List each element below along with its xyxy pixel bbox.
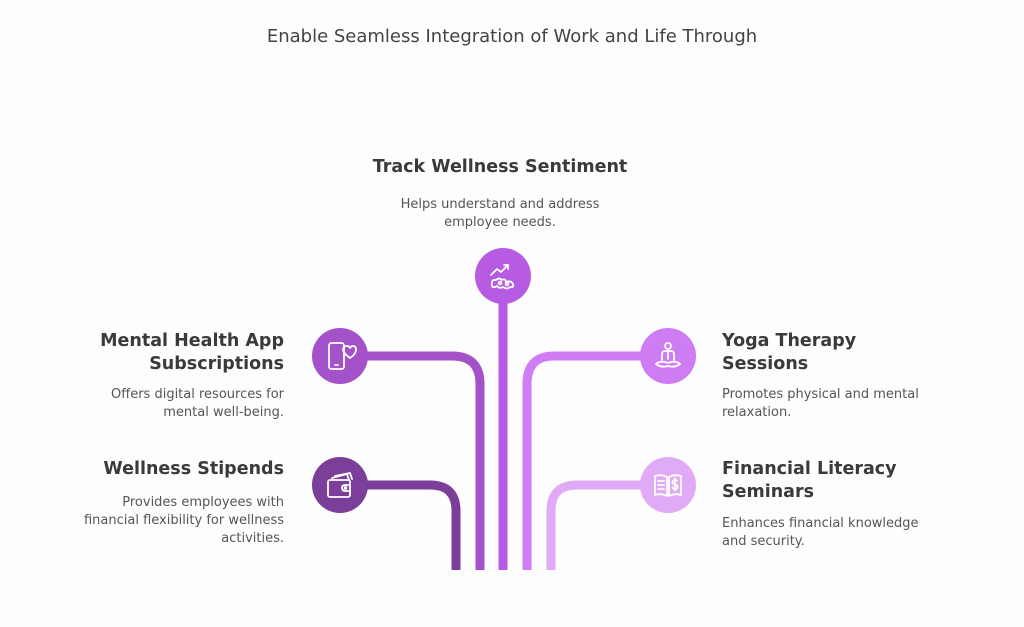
desc-line: Offers digital resources for [111,387,284,402]
financial-literacy-description: Enhances financial knowledge and securit… [722,515,992,551]
yoga-therapy-node [640,328,696,384]
heading-line: Yoga Therapy [722,331,857,351]
heading-line: Financial Literacy [722,459,897,479]
heading-line: Mental Health App [100,331,284,351]
connector-financial-literacy [546,480,665,570]
desc-line: employee needs. [444,215,556,230]
desc-line: Helps understand and address [400,197,600,212]
meditation-icon [655,342,681,368]
mental-health-description: Offers digital resources for mental well… [40,386,284,422]
mental-health-node [312,328,368,384]
heading-line: Sessions [722,354,809,374]
track-wellness-description: Helps understand and address employee ne… [330,196,670,232]
financial-literacy-heading: Financial Literacy Seminars [722,458,982,504]
yoga-therapy-heading: Yoga Therapy Sessions [722,330,982,376]
connector-wellness-stipends [340,480,461,570]
desc-line: mental well-being. [163,405,284,420]
wellness-stipends-heading: Wellness Stipends [103,459,284,479]
financial-literacy-node [640,457,696,513]
connector-mental-health [340,351,485,570]
yoga-therapy-description: Promotes physical and mental relaxation. [722,386,992,422]
dollar-book-icon [654,474,682,497]
wellness-stipends-description: Provides employees with financial flexib… [30,494,284,548]
connector-yoga [522,351,665,570]
desc-line: Provides employees with [122,495,284,510]
track-wellness-node [475,248,531,304]
track-wellness-heading: Track Wellness Sentiment [372,157,628,177]
wallet-money-icon [327,472,353,498]
desc-line: financial flexibility for wellness [83,513,284,528]
wellness-stipends-node [312,457,368,513]
desc-line: Promotes physical and mental [722,387,919,402]
diagram-title: Enable Seamless Integration of Work and … [266,26,758,47]
desc-line: Enhances financial knowledge [722,516,919,531]
desc-line: and security. [722,534,805,549]
heading-line: Subscriptions [149,354,284,374]
mental-health-heading: Mental Health App Subscriptions [40,330,284,376]
desc-line: activities. [221,531,284,546]
desc-line: relaxation. [722,405,792,420]
phone-heart-icon [328,342,357,370]
trend-chart-icon [490,264,515,290]
heading-line: Seminars [722,482,815,502]
